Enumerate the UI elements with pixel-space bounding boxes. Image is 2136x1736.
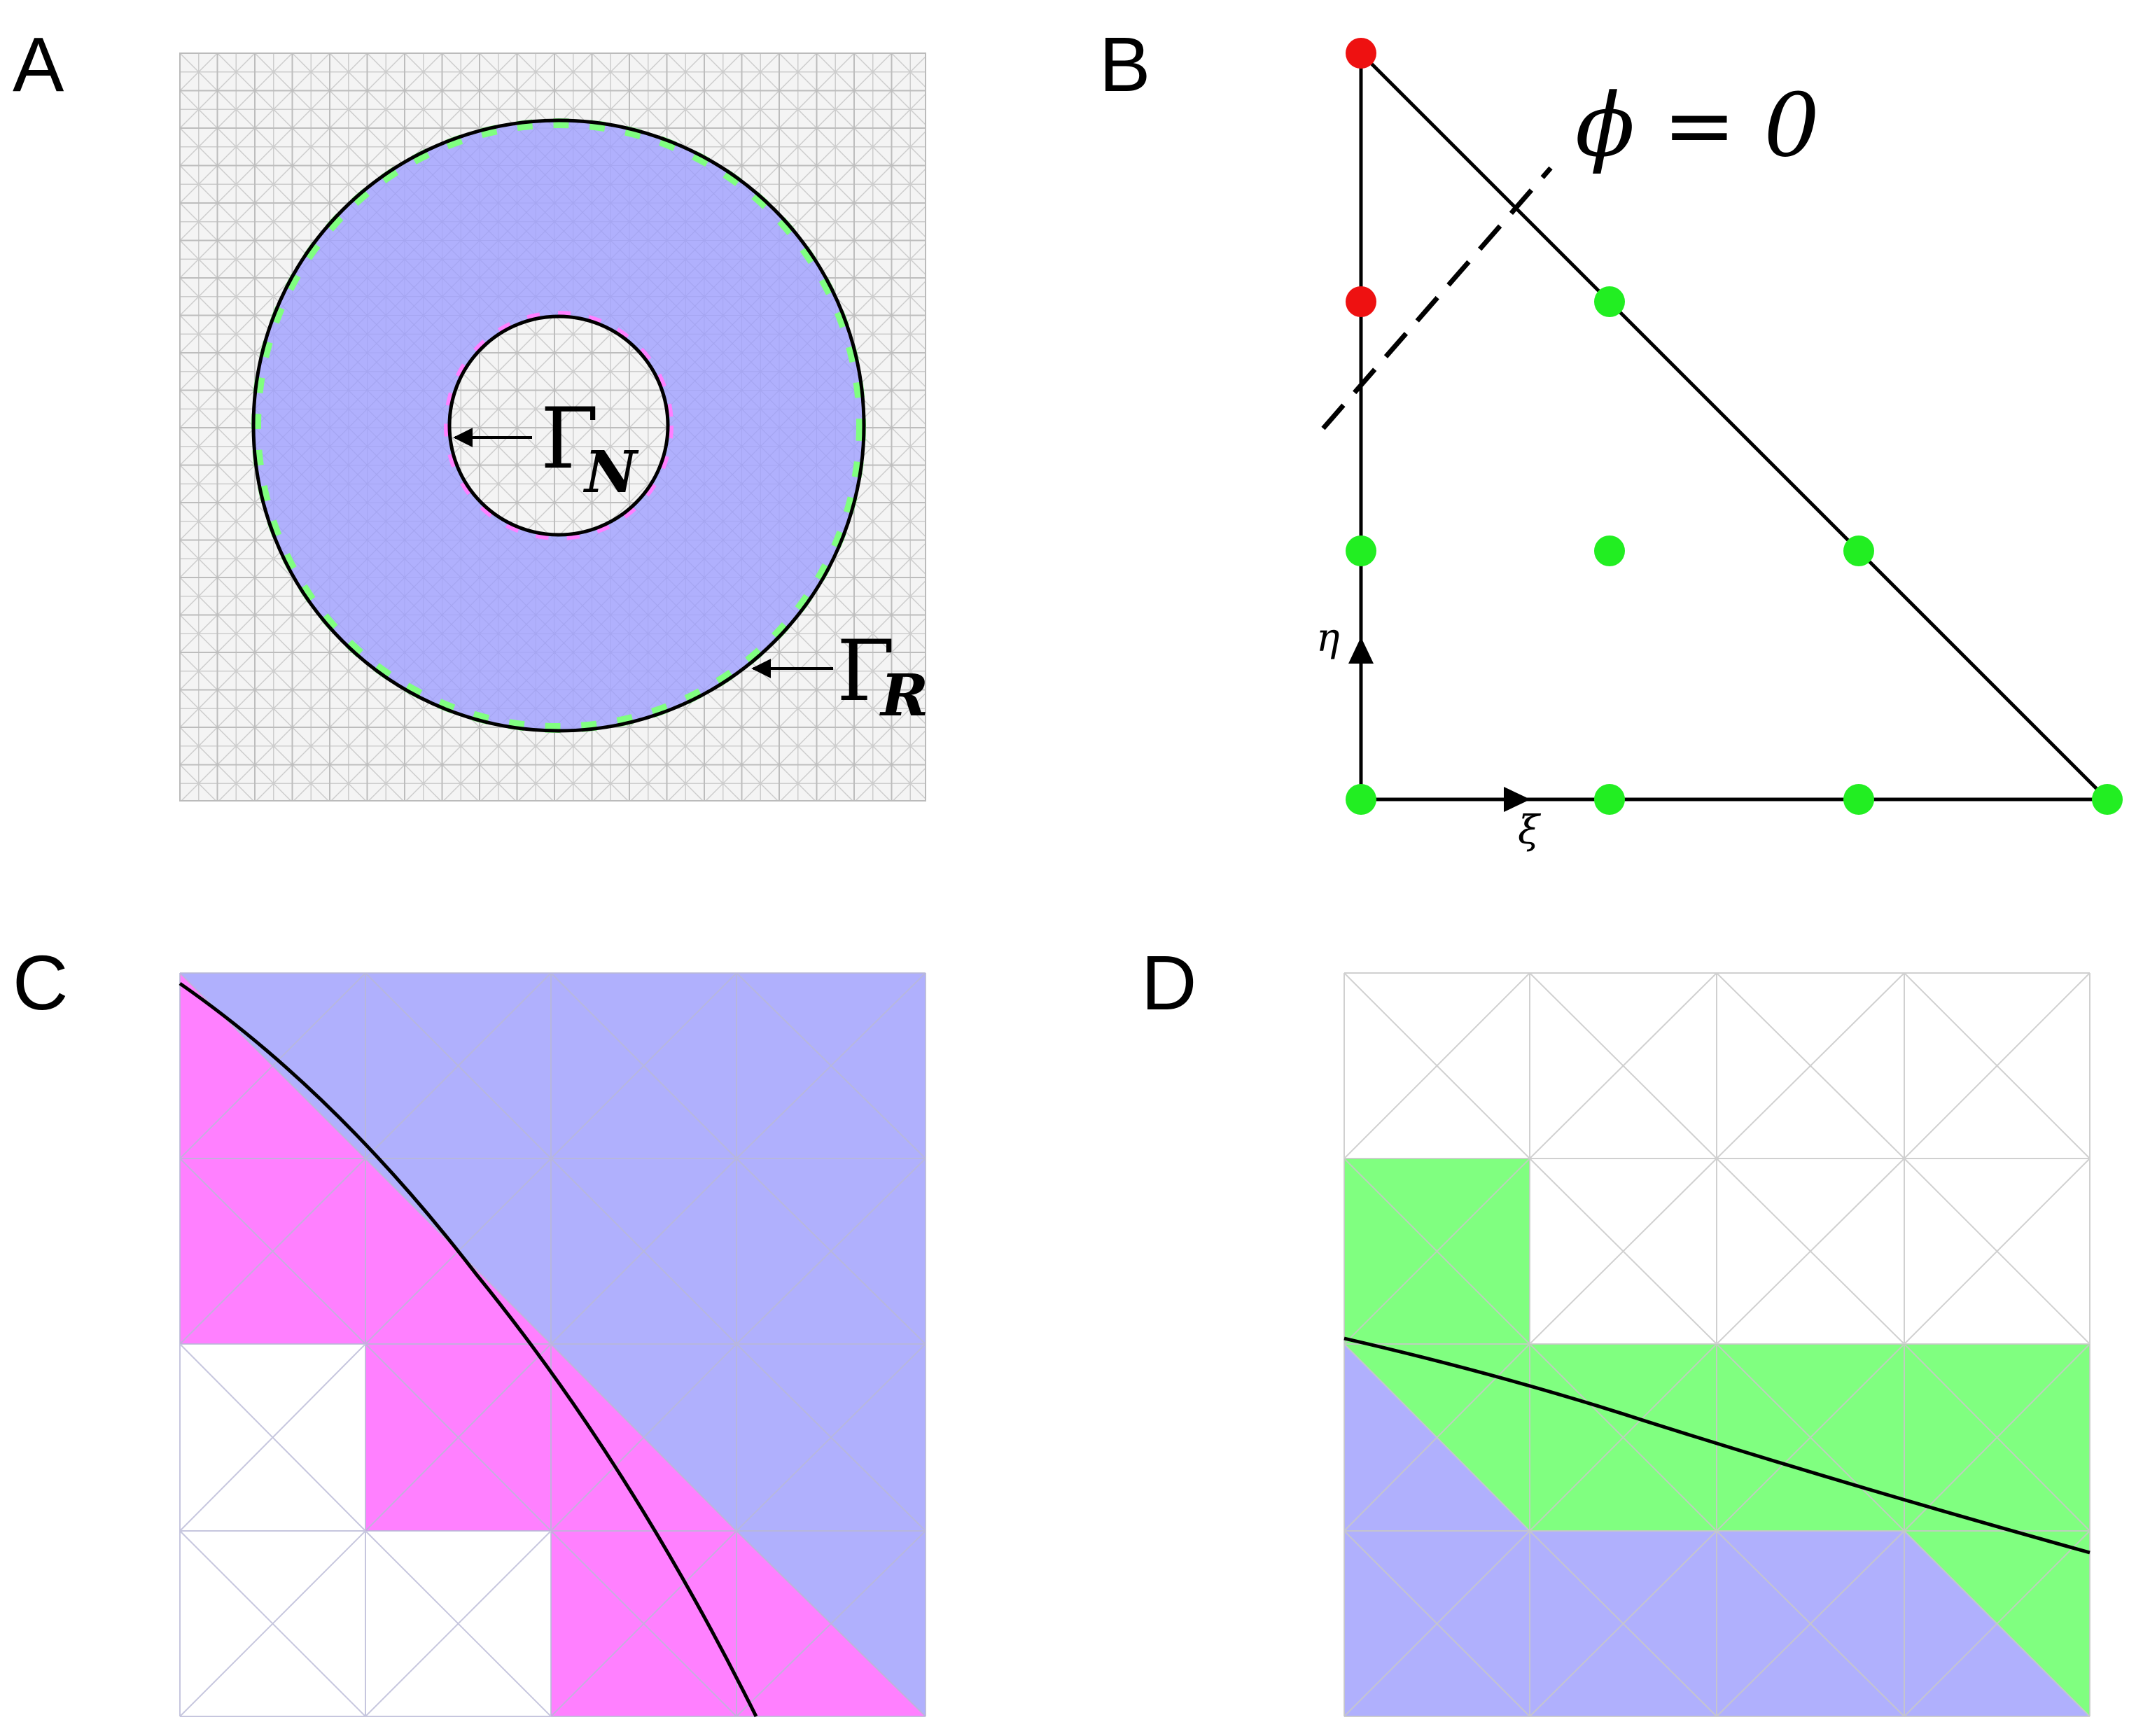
node-inside	[1594, 784, 1625, 815]
robin-cut-band	[251, 118, 866, 733]
node-inside	[1843, 784, 1874, 815]
gamma-r-symbol: Γ	[837, 623, 895, 720]
level-set-label: ϕ = 0	[1575, 75, 1820, 176]
gamma-r-subscript: R	[879, 662, 928, 729]
panel-c-label: C	[13, 940, 68, 1026]
panel-b: B ϕ = 0 ξ η	[1099, 22, 2123, 853]
mesh-grid	[179, 972, 926, 1717]
panel-d: D	[1141, 940, 2090, 1717]
node-inside	[1843, 536, 1874, 566]
node-inside	[1346, 536, 1376, 566]
eta-axis-label: η	[1316, 615, 1340, 661]
mesh-grid	[1343, 972, 2090, 1717]
eta-arrowhead	[1348, 637, 1374, 664]
node-inside	[2092, 784, 2123, 815]
annulus-mesh-overlay	[253, 120, 864, 732]
panel-d-label: D	[1141, 940, 1196, 1026]
xi-axis-label: ξ	[1518, 808, 1542, 853]
xi-arrowhead	[1504, 787, 1530, 812]
gamma-n-symbol: Γ	[540, 391, 599, 488]
inner-boundary-circle	[447, 314, 670, 537]
zoomed-boundary-curve	[179, 981, 758, 1718]
node-outside	[1346, 286, 1376, 317]
outer-boundary-circle	[251, 118, 866, 733]
zoomed-boundary-curve	[1343, 1336, 2090, 1555]
neumann-cut-band	[444, 311, 673, 540]
node-inside	[1594, 286, 1625, 317]
level-set-line	[1321, 166, 1553, 430]
node-inside	[1594, 536, 1625, 566]
reference-triangle	[1359, 48, 2112, 802]
domain-region	[1344, 1344, 2090, 1716]
panel-a: A Γ N Γ R	[13, 22, 928, 802]
element-nodes	[1346, 38, 2123, 815]
gamma-n-subscript: N	[582, 439, 639, 506]
node-inside	[1346, 784, 1376, 815]
node-outside	[1346, 38, 1376, 69]
panel-c: C	[13, 940, 926, 1718]
panel-a-label: A	[13, 22, 64, 108]
panel-b-label: B	[1099, 22, 1150, 108]
